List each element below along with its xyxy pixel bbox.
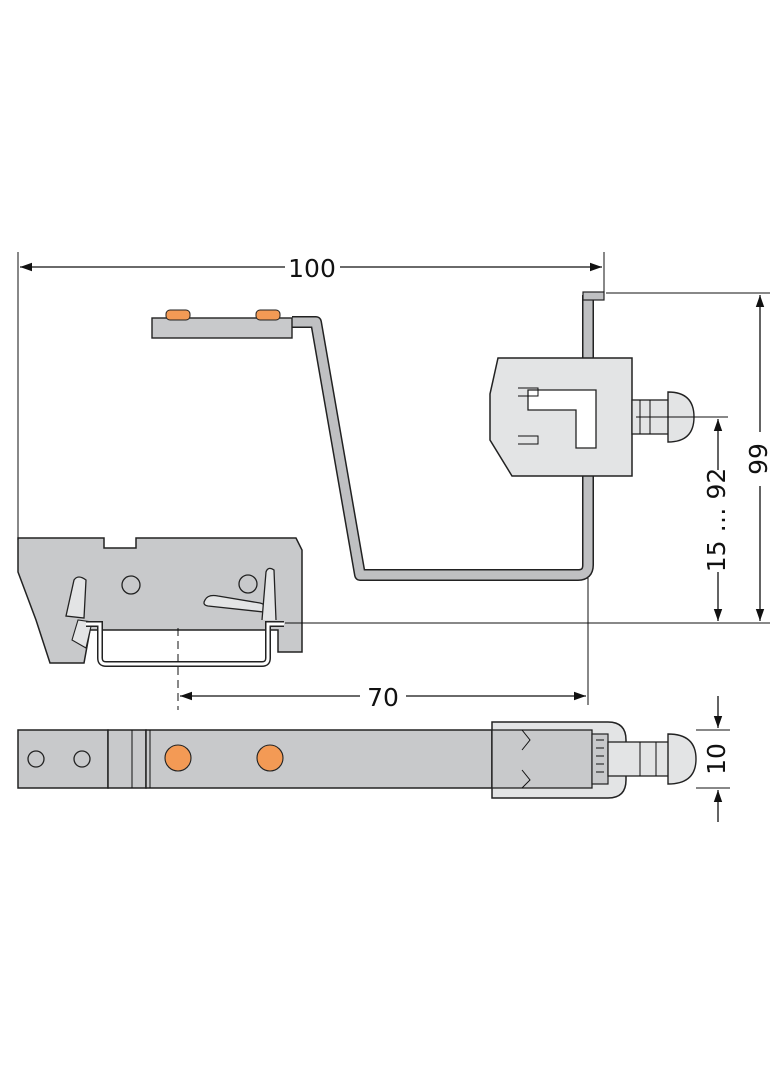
dimension-15-92: 15 … 92 [636, 416, 731, 621]
mounting-plate [151, 317, 293, 339]
top-clamp-screw [607, 733, 697, 785]
dimension-99: 99 [285, 292, 773, 624]
dimension-10: 10 [696, 696, 731, 822]
housing-hole-right [238, 574, 258, 594]
top-orange-dot-right [256, 744, 284, 772]
dimension-70: 70 [180, 578, 589, 712]
dim-clamp-range: 15 … 92 [702, 468, 731, 573]
top-view [17, 721, 697, 799]
top-orange-dot-left [164, 744, 192, 772]
left-clip [65, 576, 87, 619]
terminal-housing [17, 537, 303, 664]
clamp-block [489, 357, 633, 477]
dim-height: 99 [744, 443, 773, 475]
orange-tab-right [255, 309, 281, 321]
dim-overall-width: 100 [288, 254, 336, 283]
housing-hole-left [121, 575, 141, 595]
top-housing [17, 729, 109, 789]
dimension-100: 100 [17, 252, 605, 540]
side-view [17, 291, 695, 710]
bracket-arm [292, 291, 605, 581]
top-plate [145, 729, 493, 789]
top-hole-right [73, 750, 91, 768]
dim-rail-to-clamp: 70 [367, 683, 399, 712]
orange-tab-left [165, 309, 191, 321]
dim-thickness: 10 [702, 743, 731, 775]
top-hole-left [27, 750, 45, 768]
